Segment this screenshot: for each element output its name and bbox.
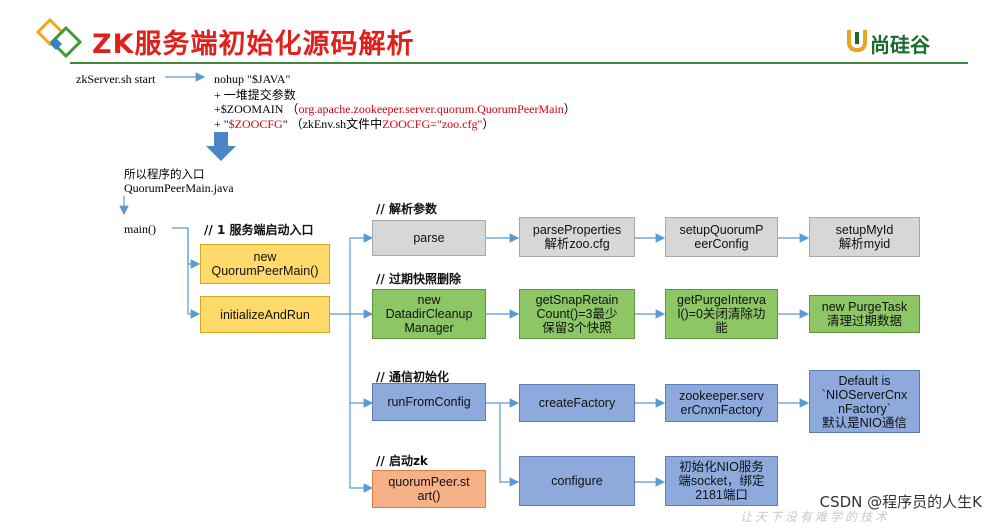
logo-diamond-icon	[36, 18, 83, 59]
brand-u-icon	[847, 30, 867, 52]
box-setup-quorum-peer-config: setupQuorumP eerConfig	[665, 217, 778, 257]
cmd-line-3-prefix: +$ZOOMAIN （	[214, 102, 299, 116]
zoocfg-var: $ZOOCFG	[228, 117, 283, 131]
box-setup-myid: setupMyId 解析myid	[809, 217, 920, 257]
box-default-nio: Default is `NIOServerCnx nFactory` 默认是NI…	[809, 370, 920, 433]
down-arrow-icon	[206, 132, 236, 161]
brand-logo-text: 尚硅谷	[870, 33, 930, 57]
box-parse: parse	[372, 220, 486, 256]
box-configure: configure	[519, 456, 635, 506]
label-parse-args: // 解析参数	[376, 202, 437, 216]
cmd-line-3-suffix: ）	[563, 102, 576, 116]
label-server-entry: // 1 服务端启动入口	[204, 223, 314, 237]
header-divider	[70, 62, 968, 64]
box-initialize-and-run: initializeAndRun	[200, 296, 330, 333]
box-get-purge-interval: getPurgeInterva l()=0关闭清除功 能	[665, 289, 778, 339]
box-quorum-peer-start: quorumPeer.st art()	[372, 470, 486, 508]
cmd-line-4-prefix: + "	[214, 117, 229, 131]
box-zookeeper-server-cnxn-factory: zookeeper.serv erCnxnFactory	[665, 384, 778, 422]
box-new-purge-task: new PurgeTask 清理过期数据	[809, 295, 920, 333]
cmd-line-4-mid: " （zkEnv.sh文件中	[282, 117, 383, 131]
label-comm-init: // 通信初始化	[376, 370, 449, 384]
entry-text-1: 所以程序的入口	[124, 167, 205, 181]
cmd-line-4: + "$ZOOCFG" （zkEnv.sh文件中ZOOCFG="zoo.cfg"…	[214, 115, 494, 132]
box-init-nio-socket: 初始化NIO服务 端socket，绑定 2181端口	[665, 456, 778, 506]
cmd-line-4-suffix: ）	[482, 117, 495, 131]
entry-text-2: QuorumPeerMain.java	[124, 181, 234, 195]
box-run-from-config: runFromConfig	[372, 383, 486, 421]
label-start-zk: // 启动zk	[376, 454, 428, 468]
box-new-quorum-peer-main: new QuorumPeerMain()	[200, 244, 330, 284]
zoocfg-value: ZOOCFG="zoo.cfg"	[382, 117, 483, 131]
bottom-watermark: 让天下没有难学的技术	[740, 510, 891, 524]
box-create-factory: createFactory	[519, 384, 635, 422]
csdn-watermark: CSDN @程序员的人生K	[819, 493, 982, 511]
cmd-line-3: +$ZOOMAIN （org.apache.zookeeper.server.q…	[214, 100, 576, 117]
box-parse-properties: parseProperties 解析zoo.cfg	[519, 217, 635, 257]
box-new-datadir-cleanup-manager: new DatadirCleanup Manager	[372, 289, 486, 339]
cmd-line-2: + 一堆提交参数	[214, 88, 296, 102]
label-purge: // 过期快照删除	[376, 272, 461, 286]
page-title: ZK服务端初始化源码解析	[92, 29, 415, 60]
zoomain-class: org.apache.zookeeper.server.quorum.Quoru…	[298, 102, 564, 116]
zkserver-start-cmd: zkServer.sh start	[76, 72, 156, 86]
cmd-line-1: nohup "$JAVA"	[214, 72, 291, 86]
box-get-snap-retain-count: getSnapRetain Count()=3最少 保留3个快照	[519, 289, 635, 339]
main-method: main()	[124, 222, 156, 236]
